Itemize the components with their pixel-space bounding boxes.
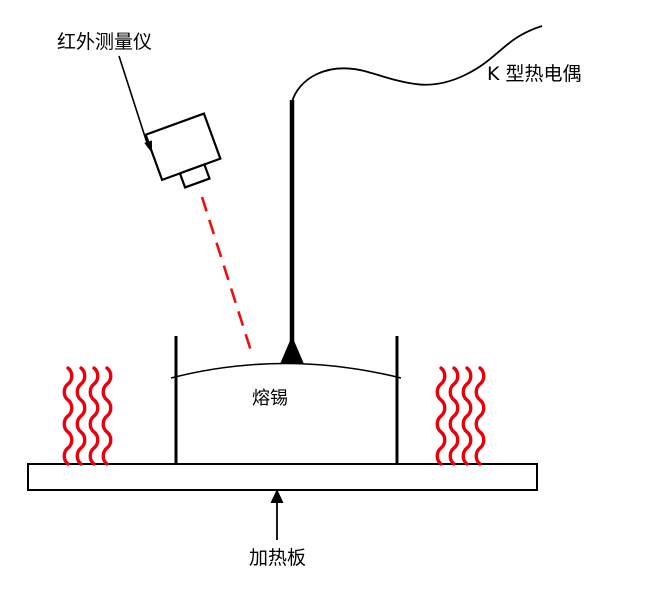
heat-wave-line bbox=[435, 366, 447, 466]
label-molten-tin: 熔锡 bbox=[252, 388, 288, 409]
heat-wave-line bbox=[448, 366, 460, 466]
thermocouple-tip bbox=[280, 336, 304, 364]
label-thermocouple: K 型热电偶 bbox=[487, 63, 582, 85]
infrared-label-leader-line bbox=[118, 55, 148, 144]
heat-waves-right bbox=[435, 366, 486, 466]
heat-wave-line bbox=[88, 366, 100, 466]
infrared-label-arrowhead bbox=[144, 140, 152, 153]
heat-wave-line bbox=[75, 366, 87, 466]
label-infrared-meter: 红外测量仪 bbox=[57, 31, 152, 53]
heat-wave-line bbox=[101, 366, 113, 466]
infrared-camera bbox=[144, 112, 222, 189]
heat-wave-line bbox=[62, 366, 74, 466]
solder-dome-surface bbox=[170, 362, 402, 379]
heating-plate-arrowhead bbox=[270, 489, 284, 503]
label-heating-plate: 加热板 bbox=[249, 547, 306, 569]
heating-plate bbox=[27, 463, 538, 491]
thermocouple-wire bbox=[291, 25, 543, 103]
heat-waves-left bbox=[62, 366, 113, 466]
heat-wave-line bbox=[461, 366, 473, 466]
infrared-camera-lens bbox=[178, 163, 211, 189]
laser-dashed-line bbox=[200, 196, 253, 352]
infrared-camera-body bbox=[144, 112, 222, 182]
heat-wave-line bbox=[474, 366, 486, 466]
